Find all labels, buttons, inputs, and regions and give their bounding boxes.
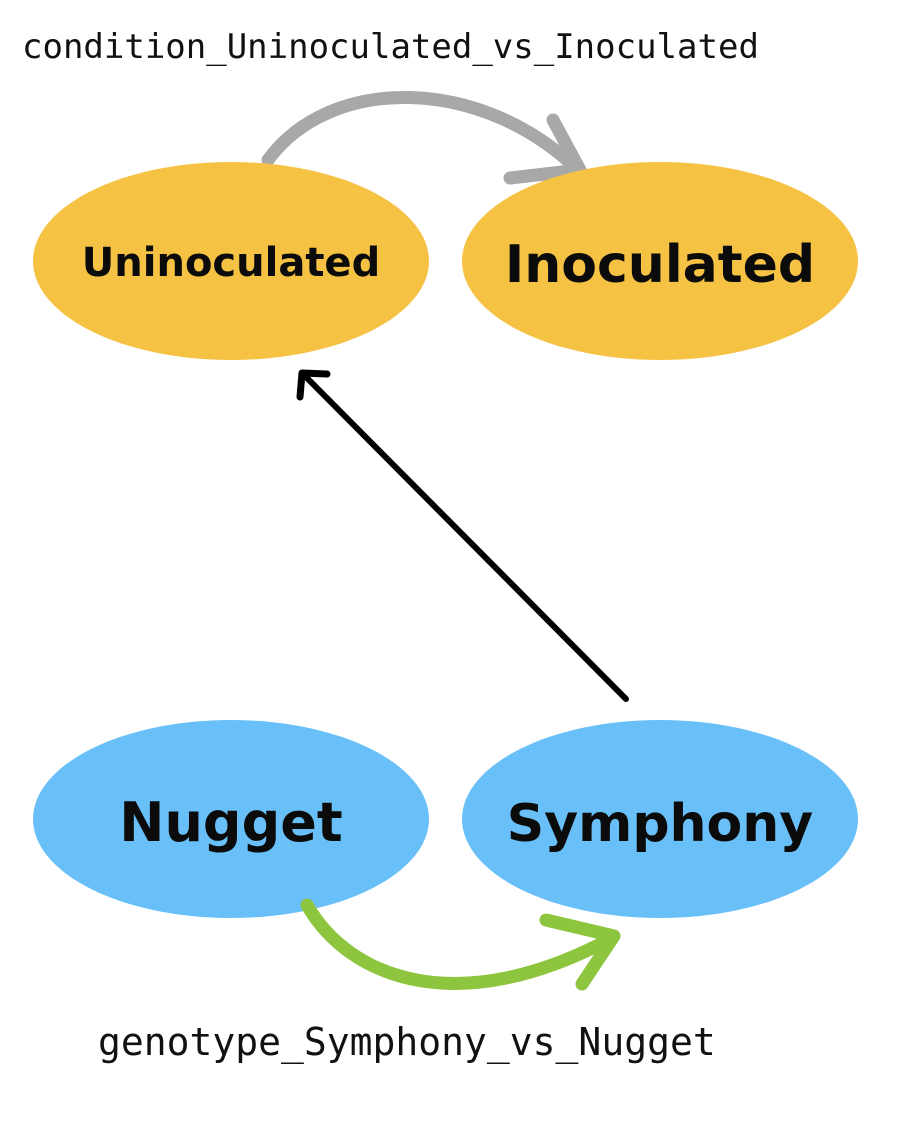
node-inoculated: Inoculated (462, 162, 858, 360)
nugget-ellipse (33, 720, 429, 918)
inoculated-label: Inoculated (505, 235, 815, 295)
cross-arrow (296, 369, 629, 702)
condition-contrast-label: condition_Uninoculated_vs_Inoculated (22, 27, 759, 67)
inoculated-ellipse (462, 162, 858, 360)
genotype-contrast-label: genotype_Symphony_vs_Nugget (98, 1020, 716, 1065)
node-uninoculated: Uninoculated (33, 162, 429, 360)
symphony-ellipse (462, 720, 858, 918)
uninoculated-label: Uninoculated (82, 240, 380, 286)
node-nugget: Nugget (33, 720, 429, 918)
condition-arrow (261, 91, 587, 185)
node-symphony: Symphony (462, 720, 858, 918)
genotype-arrow (300, 898, 621, 991)
uninoculated-ellipse (33, 162, 429, 360)
nugget-label: Nugget (119, 791, 342, 854)
symphony-label: Symphony (507, 794, 813, 854)
